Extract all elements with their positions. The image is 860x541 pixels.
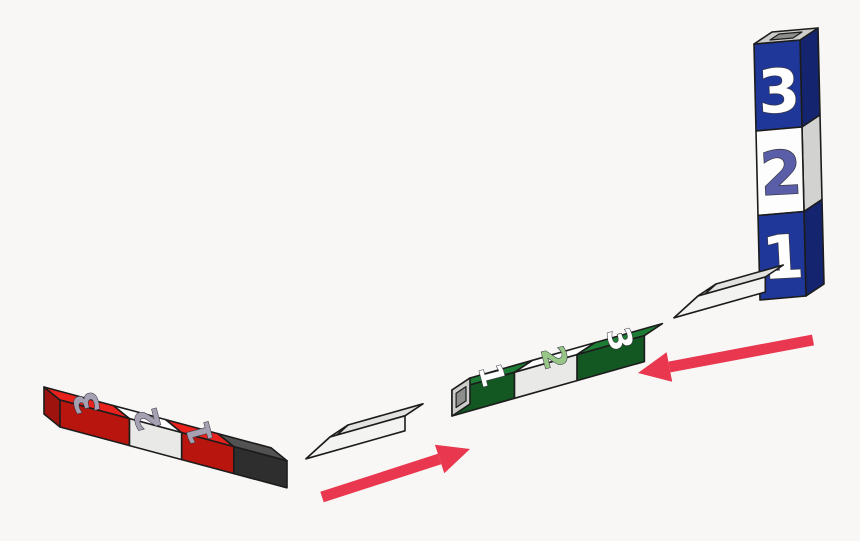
blue-rod-side-segment <box>801 114 823 213</box>
socket-opening-hole <box>455 386 467 409</box>
base-front-face <box>673 276 767 319</box>
arrow-shaft <box>668 334 815 373</box>
tip-front-face <box>305 414 406 460</box>
arrow-head <box>434 444 470 474</box>
socket-opening-hole <box>769 31 803 41</box>
red-rod-cap-front <box>233 445 288 489</box>
arrow-shaft <box>320 453 442 503</box>
arrow-head <box>638 352 673 382</box>
blue-rod-side-segment <box>799 27 821 128</box>
green-rod-front-segment <box>576 334 646 382</box>
rod-number: 2 <box>758 138 803 210</box>
red-rod: 3 2 1 <box>43 386 288 489</box>
gray-tip-piece <box>305 402 424 460</box>
arrow-left-icon <box>638 334 815 382</box>
arrow-right-icon <box>320 444 470 503</box>
rod-number: 1 <box>760 222 805 294</box>
rod-number: 3 <box>756 56 801 128</box>
gray-base-piece <box>673 264 785 319</box>
blue-rod-side-segment <box>803 198 825 297</box>
blue-rod: 3 2 1 <box>753 27 825 301</box>
